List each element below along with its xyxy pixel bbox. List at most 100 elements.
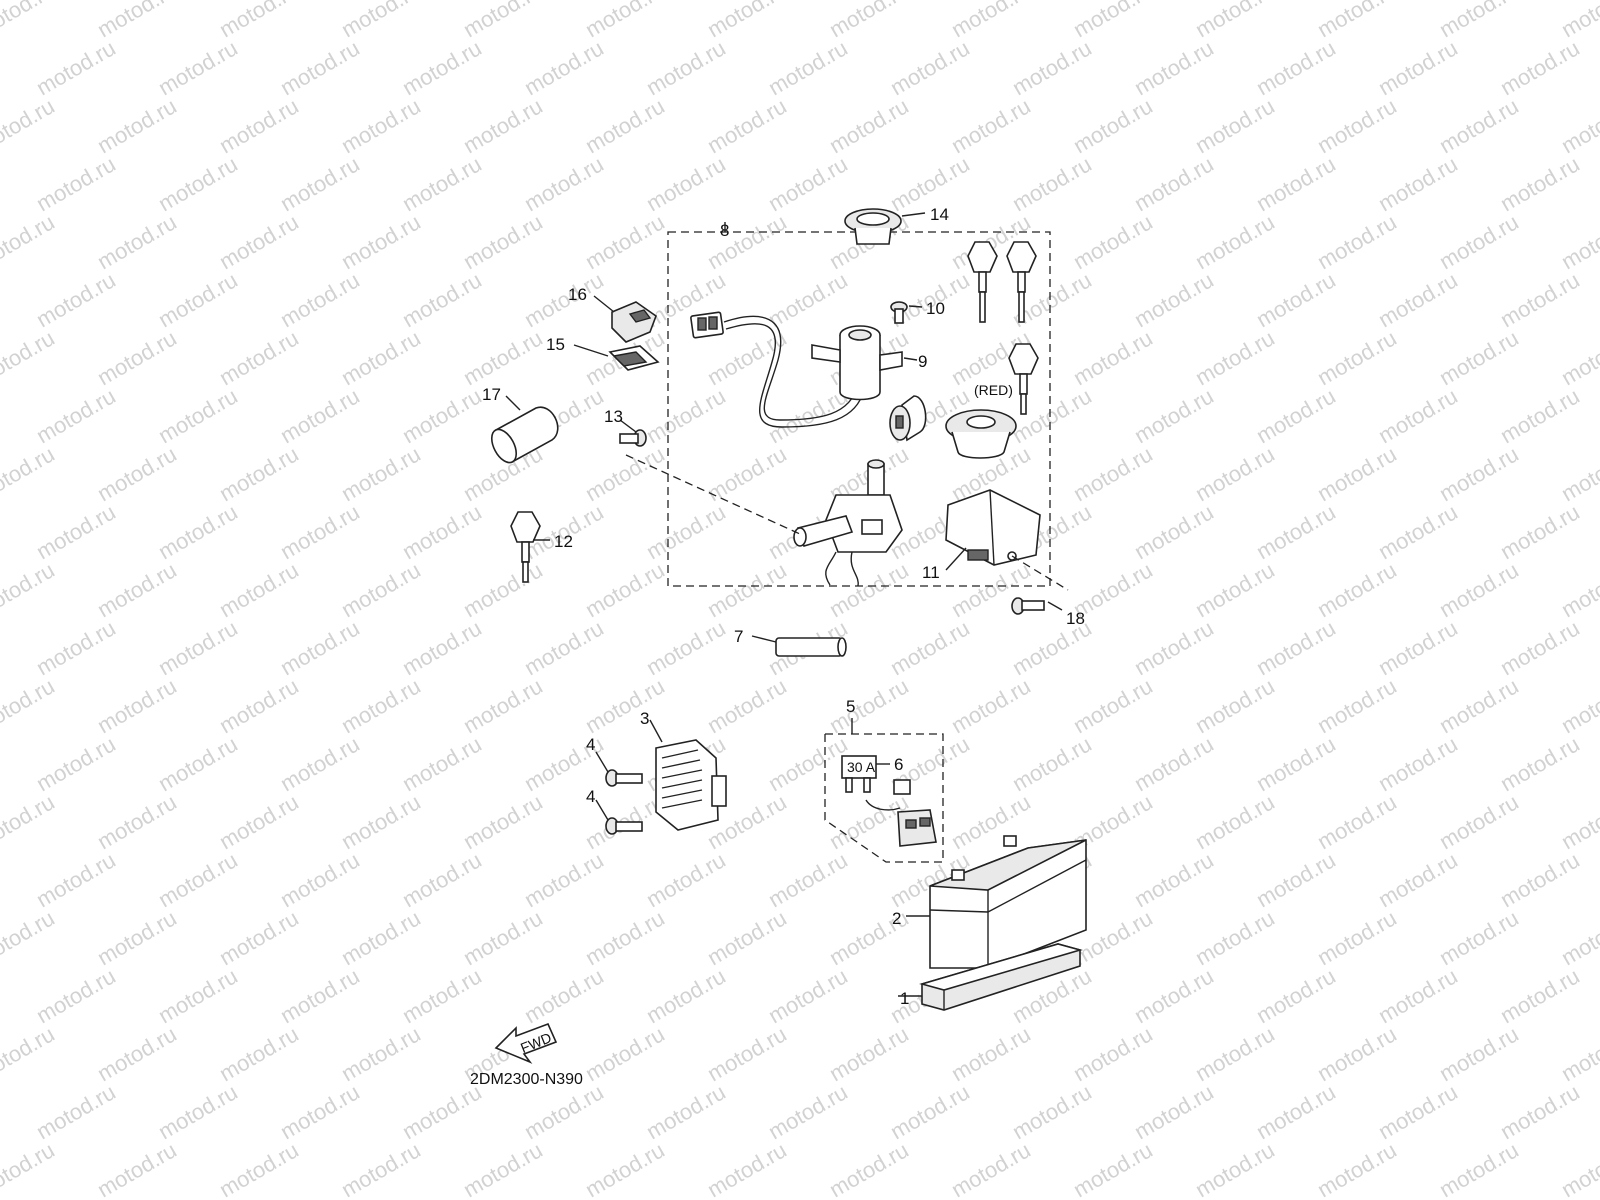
watermark-text: motod.ru bbox=[1008, 35, 1096, 100]
watermark-text: motod.ru bbox=[1130, 1195, 1218, 1200]
watermark-text: motod.ru bbox=[215, 557, 303, 622]
watermark-text: motod.ru bbox=[1374, 731, 1462, 796]
watermark-text: motod.ru bbox=[947, 673, 1035, 738]
seat-lock-cap bbox=[945, 409, 1017, 459]
watermark-text: motod.ru bbox=[1191, 1137, 1279, 1200]
diagram-code: 2DM2300-N390 bbox=[470, 1071, 583, 1088]
watermark-text: motod.ru bbox=[1252, 731, 1340, 796]
watermark-text: motod.ru bbox=[276, 847, 364, 912]
watermark-text: motod.ru bbox=[764, 731, 852, 796]
watermark-text: motod.ru bbox=[1313, 209, 1401, 274]
callout-5: 5 bbox=[846, 697, 855, 716]
watermark-text: motod.ru bbox=[93, 325, 181, 390]
watermark-text: motod.ru bbox=[642, 383, 730, 448]
watermark-text: motod.ru bbox=[1374, 615, 1462, 680]
watermark-text: motod.ru bbox=[398, 499, 486, 564]
watermark-text: motod.ru bbox=[398, 1079, 486, 1144]
watermark-text: motod.ru bbox=[1435, 905, 1523, 970]
watermark-text: motod.ru bbox=[0, 441, 59, 506]
watermark-text: motod.ru bbox=[764, 151, 852, 216]
leader-lines bbox=[625, 454, 1069, 591]
watermark-text: motod.ru bbox=[825, 1021, 913, 1086]
watermark-text: motod.ru bbox=[1496, 267, 1584, 332]
watermark-text: motod.ru bbox=[1313, 789, 1401, 854]
watermark-text: motod.ru bbox=[825, 93, 913, 158]
watermark-text: motod.ru bbox=[642, 1195, 730, 1200]
watermark-text: motod.ru bbox=[459, 789, 547, 854]
watermark-text: motod.ru bbox=[459, 557, 547, 622]
watermark-text: motod.ru bbox=[642, 963, 730, 1028]
key-red bbox=[1008, 343, 1039, 415]
watermark-text: motod.ru bbox=[398, 1195, 486, 1200]
watermark-text: motod.ru bbox=[1008, 1195, 1096, 1200]
watermark-text: motod.ru bbox=[703, 673, 791, 738]
watermark-text: motod.ru bbox=[1496, 383, 1584, 448]
part-18-bolt bbox=[1011, 597, 1063, 615]
watermark-text: motod.ru bbox=[825, 673, 913, 738]
watermark-text: motod.ru bbox=[886, 615, 974, 680]
watermark-text: motod.ru bbox=[1435, 93, 1523, 158]
watermark-text: motod.ru bbox=[1435, 209, 1523, 274]
watermark-text: motod.ru bbox=[520, 963, 608, 1028]
watermark-text: motod.ru bbox=[32, 267, 120, 332]
watermark-text: motod.ru bbox=[459, 905, 547, 970]
part-10-screw bbox=[890, 301, 923, 324]
callout-4-upper: 4 bbox=[586, 735, 595, 754]
part-16-clip bbox=[593, 295, 657, 343]
watermark-text: motod.ru bbox=[1557, 789, 1600, 854]
watermark-text: motod.ru bbox=[1191, 325, 1279, 390]
watermark-text: motod.ru bbox=[1435, 673, 1523, 738]
watermark-text: motod.ru bbox=[215, 789, 303, 854]
fuse-rating: 30 A bbox=[847, 759, 876, 775]
watermark-text: motod.ru bbox=[93, 905, 181, 970]
watermark-text: motod.ru bbox=[1435, 1137, 1523, 1200]
watermark-text: motod.ru bbox=[1435, 557, 1523, 622]
watermark-text: motod.ru bbox=[337, 673, 425, 738]
watermark-text: motod.ru bbox=[337, 789, 425, 854]
watermark-text: motod.ru bbox=[1313, 673, 1401, 738]
watermark-text: motod.ru bbox=[1252, 1195, 1340, 1200]
callout-6: 6 bbox=[894, 755, 903, 774]
watermark-text: motod.ru bbox=[1252, 35, 1340, 100]
part-6-fuse: 30 A bbox=[841, 755, 890, 793]
watermark-text: motod.ru bbox=[154, 151, 242, 216]
watermark-text: motod.ru bbox=[1130, 151, 1218, 216]
watermark-text: motod.ru bbox=[154, 267, 242, 332]
watermark-text: motod.ru bbox=[154, 963, 242, 1028]
watermark-text: motod.ru bbox=[32, 499, 120, 564]
watermark-text: motod.ru bbox=[703, 1021, 791, 1086]
watermark-text: motod.ru bbox=[1069, 93, 1157, 158]
watermark-text: motod.ru bbox=[1374, 383, 1462, 448]
red-color-note: (RED) bbox=[974, 382, 1013, 398]
watermark-text: motod.ru bbox=[1374, 1079, 1462, 1144]
watermark-text: motod.ru bbox=[581, 1021, 669, 1086]
watermark-text: motod.ru bbox=[642, 615, 730, 680]
watermark-text: motod.ru bbox=[1191, 673, 1279, 738]
watermark-text: motod.ru bbox=[1069, 673, 1157, 738]
watermark-text: motod.ru bbox=[1374, 151, 1462, 216]
callout-7: 7 bbox=[734, 627, 743, 646]
watermark-text: motod.ru bbox=[459, 209, 547, 274]
watermark-text: motod.ru bbox=[154, 1195, 242, 1200]
watermark-text: motod.ru bbox=[1191, 557, 1279, 622]
watermark-text: motod.ru bbox=[398, 847, 486, 912]
part-3-rectifier-regulator bbox=[649, 719, 727, 831]
watermark-text: motod.ru bbox=[1069, 1137, 1157, 1200]
watermark-text: motod.ru bbox=[1435, 325, 1523, 390]
callout-9: 9 bbox=[918, 352, 927, 371]
watermark-text: motod.ru bbox=[703, 905, 791, 970]
watermark-text: motod.ru bbox=[1496, 847, 1584, 912]
watermark-text: motod.ru bbox=[0, 1021, 59, 1086]
watermark-text: motod.ru bbox=[1435, 441, 1523, 506]
watermark-text: motod.ru bbox=[703, 209, 791, 274]
watermark-text: motod.ru bbox=[703, 557, 791, 622]
watermark-text: motod.ru bbox=[93, 789, 181, 854]
key-b bbox=[1006, 241, 1037, 323]
ignition-switch-assembly-outline bbox=[667, 222, 1051, 587]
watermark-text: motod.ru bbox=[764, 267, 852, 332]
watermark-text: motod.ru bbox=[32, 151, 120, 216]
watermark-text: motod.ru bbox=[703, 1137, 791, 1200]
watermark-text: motod.ru bbox=[1252, 267, 1340, 332]
watermark-text: motod.ru bbox=[398, 35, 486, 100]
